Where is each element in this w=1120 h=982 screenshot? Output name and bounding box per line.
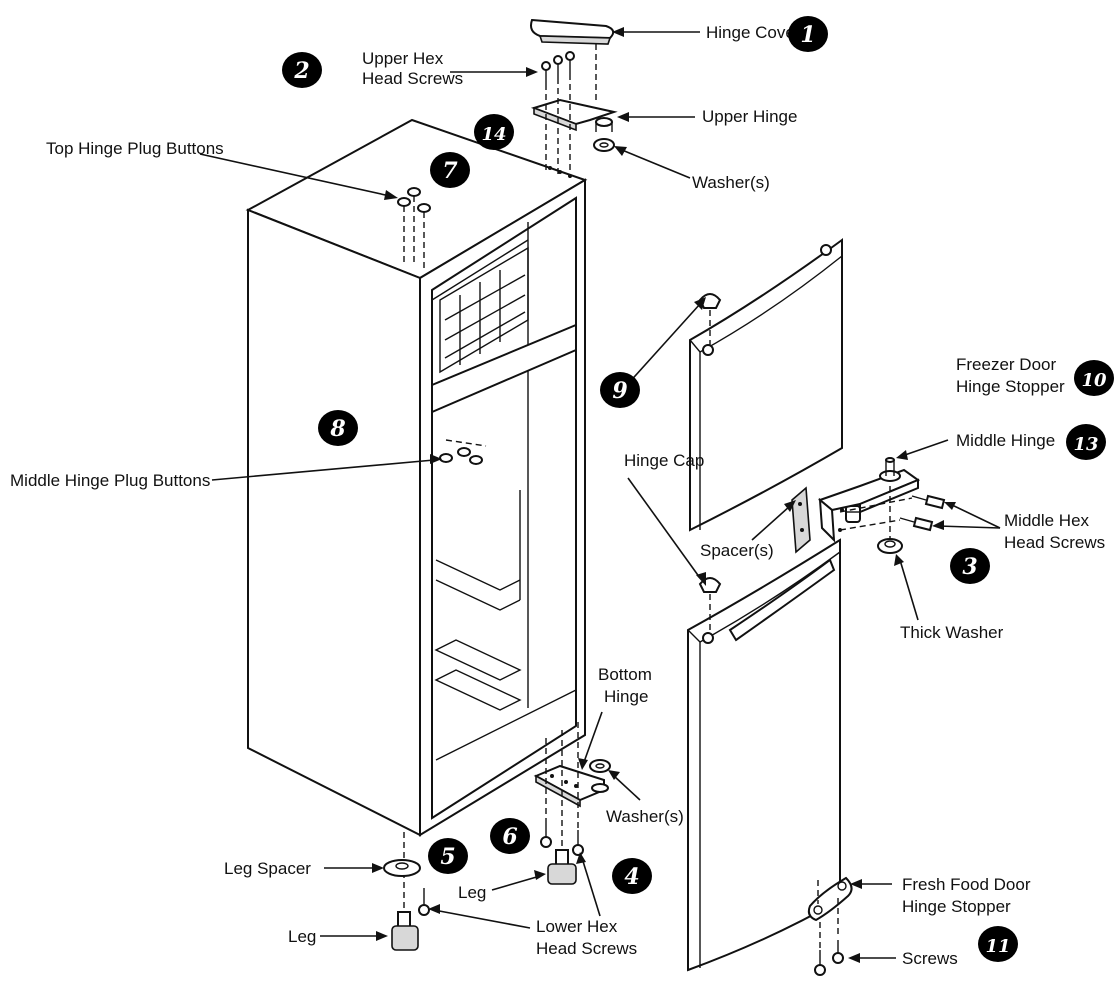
svg-text:9: 9 [612, 378, 627, 404]
label-middle-hex-line1: Middle Hex [1004, 511, 1090, 530]
label-bottom-hinge-line2: Hinge [604, 687, 648, 706]
middle-hinge-plug-buttons [439, 439, 487, 465]
label-upper-hex-line1: Upper Hex [362, 49, 444, 68]
badge-9: 9 [600, 372, 640, 408]
label-freezer-stopper-line2: Hinge Stopper [956, 377, 1065, 396]
freezer-door [689, 238, 843, 532]
svg-text:10: 10 [1081, 370, 1107, 391]
svg-text:8: 8 [329, 416, 345, 442]
svg-text:4: 4 [624, 864, 639, 890]
badge-14: 14 [474, 114, 514, 150]
center-leg [547, 849, 577, 885]
label-screws: Screws [902, 949, 958, 968]
svg-text:13: 13 [1073, 434, 1098, 455]
badge-11: 11 [978, 926, 1018, 962]
badge-13: 13 [1066, 424, 1106, 460]
svg-text:6: 6 [502, 824, 517, 850]
upper-hex-screws [541, 51, 575, 84]
label-middle-hex-line2: Head Screws [1004, 533, 1105, 552]
label-upper-hinge: Upper Hinge [702, 107, 797, 126]
lower-hex-screws [418, 820, 584, 916]
bottom-washer [589, 759, 611, 773]
label-hinge-cover: Hinge Cover [706, 23, 801, 42]
svg-text:5: 5 [440, 844, 455, 870]
badge-4: 4 [612, 858, 652, 894]
svg-text:1: 1 [800, 22, 815, 48]
svg-text:14: 14 [481, 124, 506, 145]
fresh-food-door-hinge-stopper [807, 860, 853, 922]
label-washer-bottom: Washer(s) [606, 807, 684, 826]
bottom-hinge [533, 764, 609, 808]
svg-text:3: 3 [962, 554, 977, 580]
upper-hinge [530, 98, 618, 132]
svg-text:11: 11 [985, 936, 1010, 957]
spacers [791, 486, 811, 554]
label-bottom-hinge-line1: Bottom [598, 665, 652, 684]
label-lower-hex-line2: Head Screws [536, 939, 637, 958]
middle-hinge [818, 457, 921, 543]
freezer-door-hinge-stopper [845, 505, 861, 523]
label-leg-left: Leg [288, 927, 316, 946]
label-middle-hinge: Middle Hinge [956, 431, 1055, 450]
label-leg-spacer: Leg Spacer [224, 859, 311, 878]
svg-text:2: 2 [293, 58, 309, 84]
refrigerator-cabinet [245, 118, 588, 837]
badge-7: 7 [430, 152, 470, 188]
badge-10: 10 [1074, 360, 1114, 396]
badge-6: 6 [490, 818, 530, 854]
fresh-food-door [687, 538, 841, 972]
label-spacers: Spacer(s) [700, 541, 774, 560]
top-hinge-plug-buttons [397, 187, 431, 270]
label-washer-top: Washer(s) [692, 173, 770, 192]
hinge-cover [530, 18, 615, 45]
left-leg [391, 911, 419, 951]
label-freezer-stopper-line1: Freezer Door [956, 355, 1056, 374]
freezer-shelf [439, 246, 529, 374]
label-lower-hex-line1: Lower Hex [536, 917, 618, 936]
fresh-food-screws [814, 898, 844, 976]
thick-washer [877, 486, 903, 554]
leg-spacer [383, 859, 421, 877]
label-fresh-food-line2: Hinge Stopper [902, 897, 1011, 916]
label-leg-center: Leg [458, 883, 486, 902]
label-upper-hex-line2: Head Screws [362, 69, 463, 88]
label-fresh-food-line1: Fresh Food Door [902, 875, 1031, 894]
badge-5: 5 [428, 838, 468, 874]
badge-8: 8 [318, 410, 358, 446]
badge-3: 3 [950, 548, 990, 584]
label-middle-hinge-plug: Middle Hinge Plug Buttons [10, 471, 210, 490]
label-hinge-cap: Hinge Cap [624, 451, 704, 470]
top-washer [593, 138, 615, 152]
label-thick-washer: Thick Washer [900, 623, 1004, 642]
badge-2: 2 [282, 52, 322, 88]
badge-1: 1 [788, 16, 828, 52]
label-top-hinge-plug: Top Hinge Plug Buttons [46, 139, 224, 158]
svg-text:7: 7 [442, 158, 458, 184]
